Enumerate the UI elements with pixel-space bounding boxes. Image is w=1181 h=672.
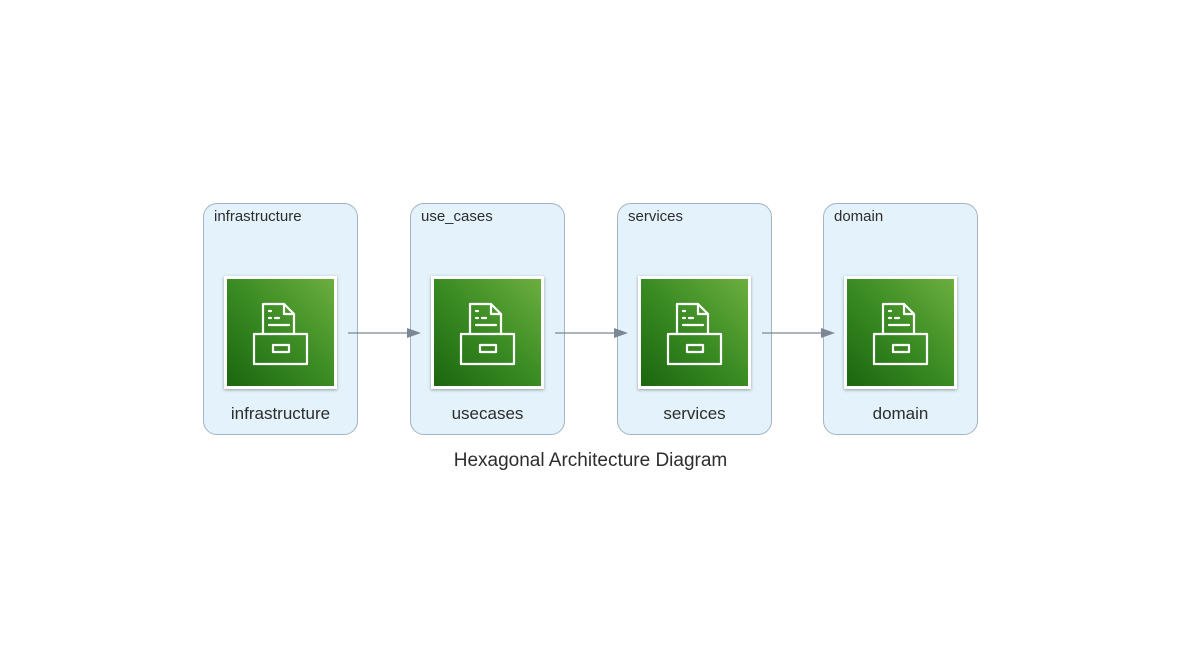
cluster-label: services: [628, 208, 684, 225]
node-usecases[interactable]: [431, 276, 544, 389]
storage-archive-icon: [872, 302, 928, 365]
cluster-label: use_cases: [421, 208, 493, 225]
node-label: domain: [872, 404, 929, 423]
edge-usecases-services: [555, 328, 628, 338]
storage-archive-icon: [252, 302, 308, 365]
node-label: infrastructure: [230, 404, 331, 423]
cluster-label: domain: [834, 208, 884, 225]
cluster-infrastructure: infrastructure infrastructure: [203, 203, 358, 435]
cluster-services: services services: [617, 203, 772, 435]
edge-services-domain: [762, 328, 835, 338]
cluster-label: infrastructure: [214, 208, 302, 225]
edge-infrastructure-usecases: [348, 328, 421, 338]
node-label: services: [663, 404, 726, 423]
cluster-domain: domain domain: [823, 203, 978, 435]
storage-archive-icon: [666, 302, 722, 365]
cluster-use-cases: use_cases usecases: [410, 203, 565, 435]
storage-archive-icon: [459, 302, 515, 365]
node-infrastructure[interactable]: [224, 276, 337, 389]
node-services[interactable]: [638, 276, 751, 389]
node-domain[interactable]: [844, 276, 957, 389]
node-label: usecases: [451, 404, 524, 423]
diagram-title: Hexagonal Architecture Diagram: [453, 450, 728, 471]
